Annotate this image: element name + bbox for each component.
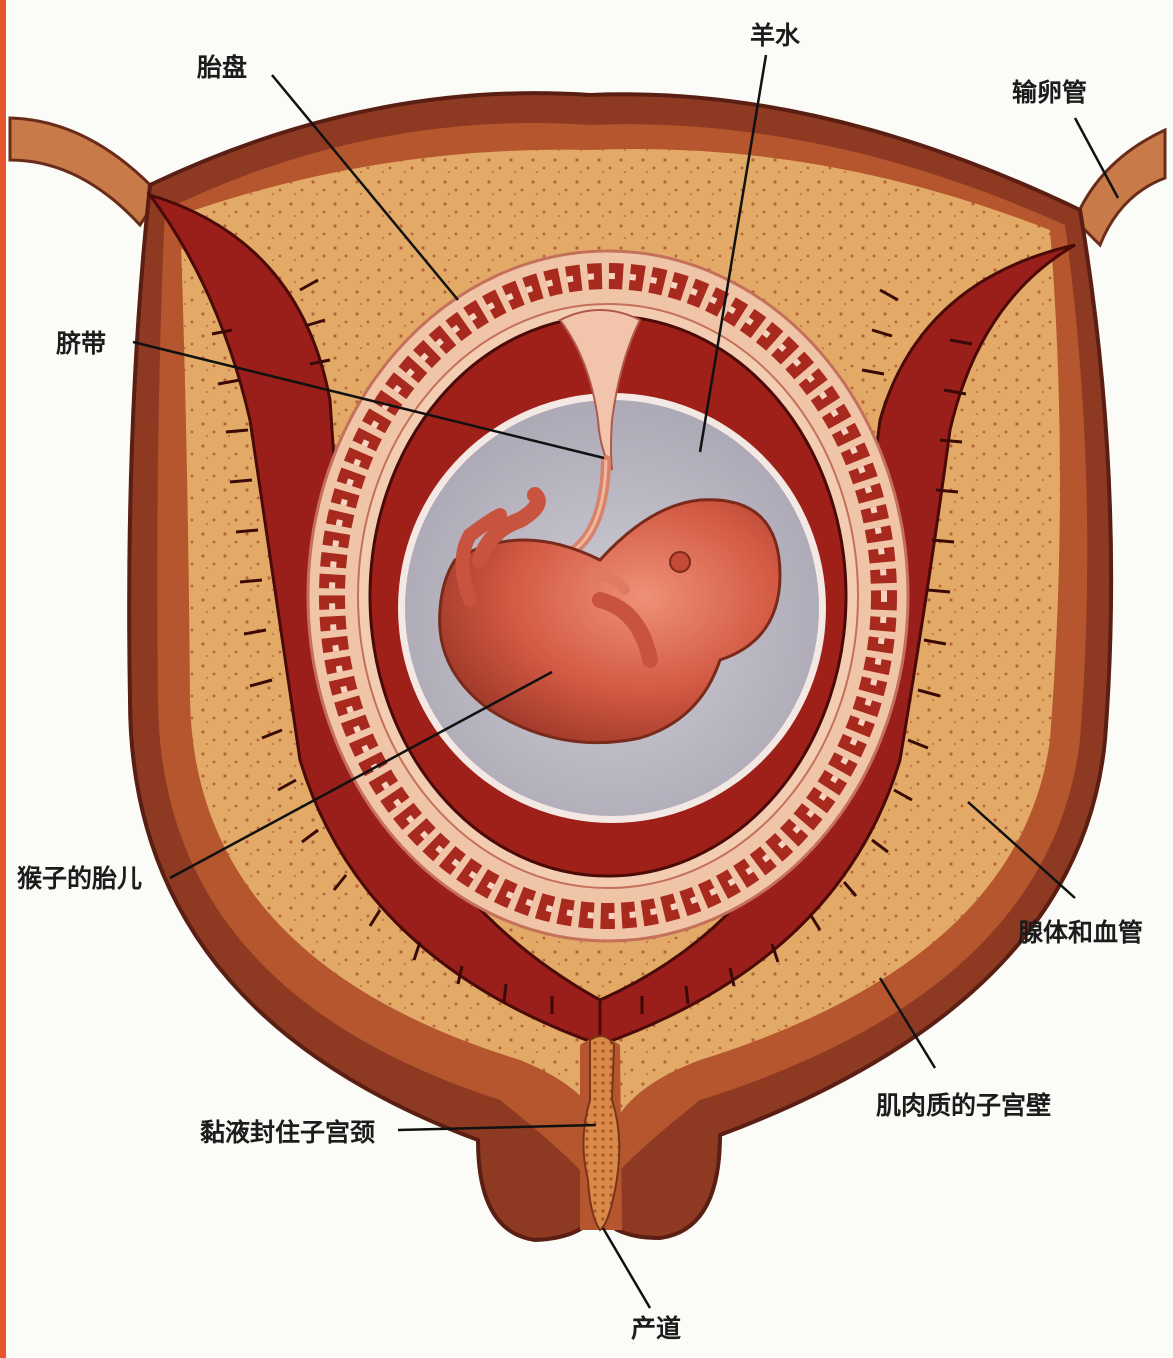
label-glands-vessels: 腺体和血管 [1018,920,1143,945]
leader-birth-canal [603,1228,650,1308]
label-mucus-plug: 黏液封住子宫颈 [200,1120,375,1145]
label-placenta: 胎盘 [197,55,247,80]
label-monkey-fetus: 猴子的胎儿 [17,866,142,891]
label-amniotic-fluid: 羊水 [750,23,800,48]
label-birth-canal: 产道 [631,1316,681,1341]
label-fallopian-tube: 输卵管 [1012,80,1087,105]
label-muscular-wall: 肌肉质的子宫壁 [876,1093,1051,1118]
fetus-eye [670,552,690,572]
label-umbilical-cord: 脐带 [56,331,106,356]
